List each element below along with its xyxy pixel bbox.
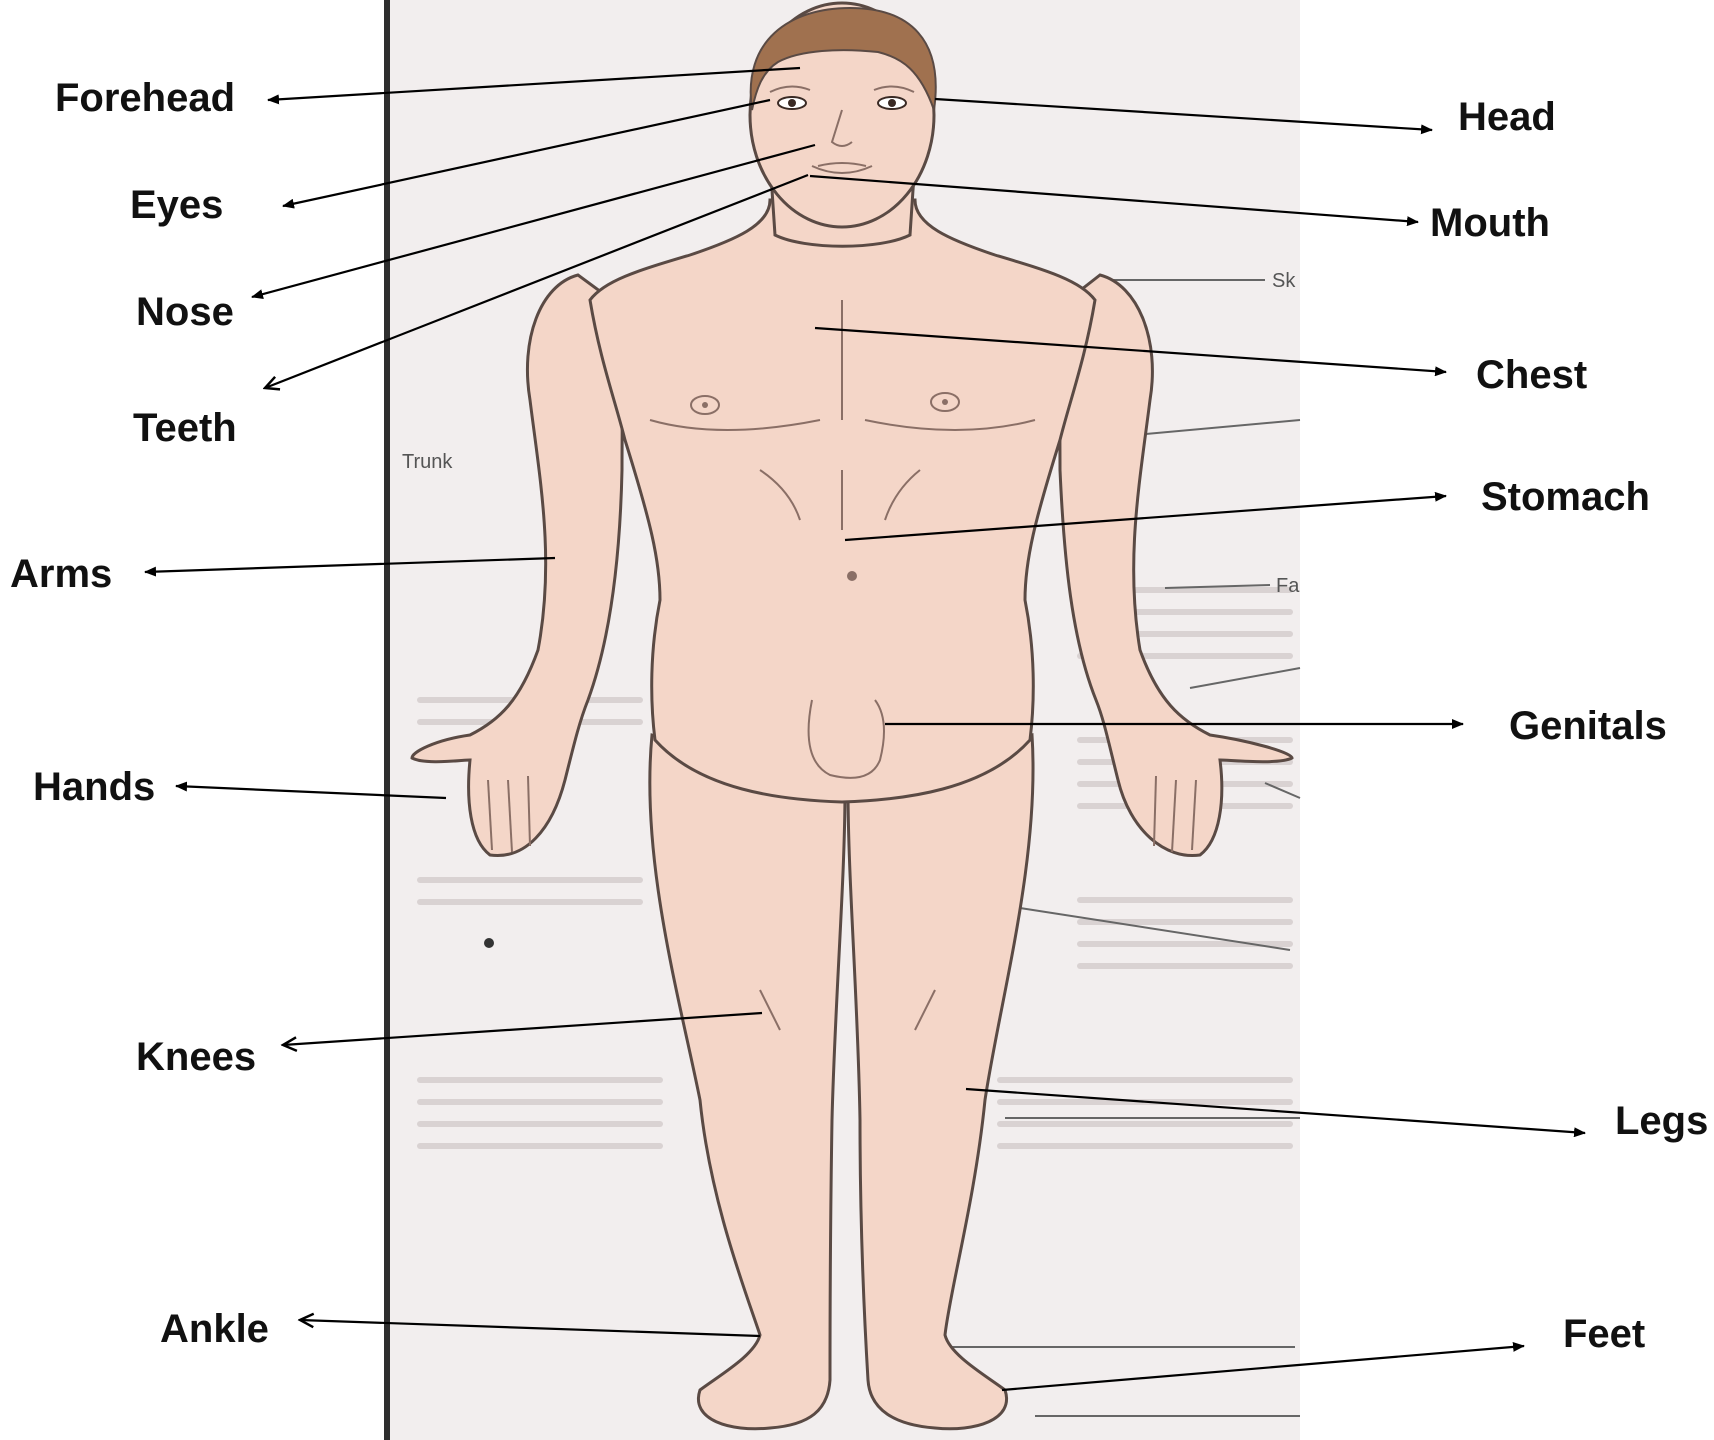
page-label-fa: Fa <box>1276 575 1300 597</box>
book-spine <box>384 0 390 1440</box>
label-legs: Legs <box>1615 1099 1708 1143</box>
label-hands: Hands <box>33 765 155 809</box>
label-eyes: Eyes <box>130 183 223 227</box>
label-feet: Feet <box>1563 1312 1645 1356</box>
label-forehead: Forehead <box>55 76 235 120</box>
label-mouth: Mouth <box>1430 201 1550 245</box>
page-label-sk: Sk <box>1272 270 1296 292</box>
label-chest: Chest <box>1476 353 1587 397</box>
page-label-trunk: Trunk <box>402 451 453 473</box>
label-arms: Arms <box>10 552 112 596</box>
label-ankle: Ankle <box>160 1307 269 1351</box>
label-nose: Nose <box>136 290 234 334</box>
label-head: Head <box>1458 95 1556 139</box>
label-teeth: Teeth <box>133 406 237 450</box>
label-stomach: Stomach <box>1481 475 1650 519</box>
label-genitals: Genitals <box>1509 704 1667 748</box>
page-dot <box>484 938 494 948</box>
label-knees: Knees <box>136 1035 256 1079</box>
